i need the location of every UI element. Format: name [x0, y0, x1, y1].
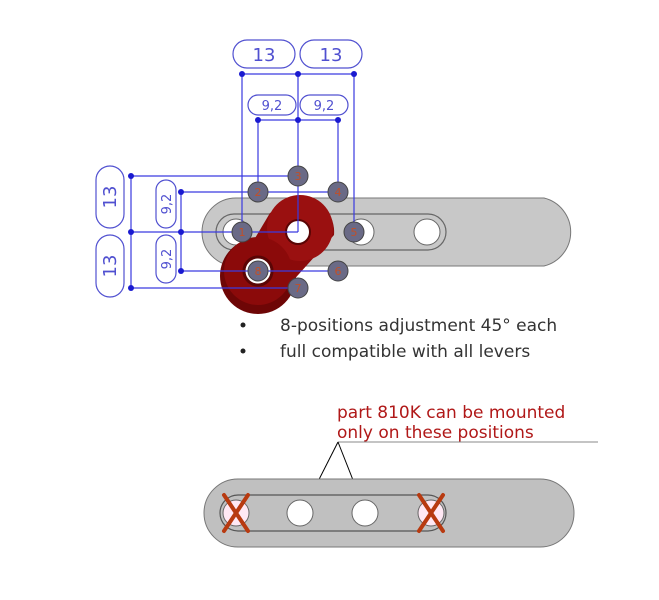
dim-box-top-outer-1: [232, 39, 296, 69]
svg-text:4: 4: [335, 186, 342, 199]
cross-icon-right: [417, 493, 445, 533]
bullet-2: full compatible with all levers: [280, 342, 530, 362]
svg-text:3: 3: [295, 170, 302, 183]
svg-text:2: 2: [255, 186, 262, 199]
dim-box-left-outer-1: [95, 165, 125, 229]
bullet-dot-1: [240, 322, 246, 328]
position-1: 1: [231, 221, 253, 243]
dim-box-left-outer-2: [95, 234, 125, 298]
dim-top-inner-1: 9,2: [262, 99, 283, 114]
position-6: 6: [327, 260, 349, 282]
position-2: 2: [247, 181, 269, 203]
position-3: 3: [287, 165, 309, 187]
svg-text:7: 7: [295, 282, 302, 295]
dimension-dots: [128, 71, 357, 291]
dim-left-inner-2: 9,2: [160, 249, 175, 270]
svg-text:6: 6: [335, 265, 342, 278]
lower-lever: [203, 478, 575, 548]
position-7: 7: [287, 277, 309, 299]
dim-top-outer-1: 13: [253, 45, 276, 66]
dim-top-inner-2: 9,2: [314, 99, 335, 114]
dim-box-left-inner-2: [155, 234, 177, 284]
cross-icon-left: [222, 493, 250, 533]
dim-left-inner-1: 9,2: [160, 194, 175, 215]
position-5: 5: [343, 221, 365, 243]
svg-text:5: 5: [351, 226, 358, 239]
bullet-dot-2: [240, 348, 246, 354]
dim-top-outer-2: 13: [320, 45, 343, 66]
position-8: 8: [247, 260, 269, 282]
bullet-1: 8-positions adjustment 45° each: [280, 316, 557, 336]
svg-text:8: 8: [255, 265, 262, 278]
dim-box-top-outer-2: [299, 39, 363, 69]
dim-left-outer-1: 13: [100, 186, 121, 209]
dim-box-top-inner-1: [247, 94, 297, 116]
note-line-2: only on these positions: [337, 423, 534, 443]
dim-box-left-inner-1: [155, 179, 177, 229]
position-markers: 1 2 3 4 5 6 7 8: [231, 165, 365, 299]
note-line-1: part 810K can be mounted: [337, 403, 565, 423]
dim-left-outer-2: 13: [100, 255, 121, 278]
dim-box-top-inner-2: [299, 94, 349, 116]
position-4: 4: [327, 181, 349, 203]
svg-text:1: 1: [239, 226, 246, 239]
